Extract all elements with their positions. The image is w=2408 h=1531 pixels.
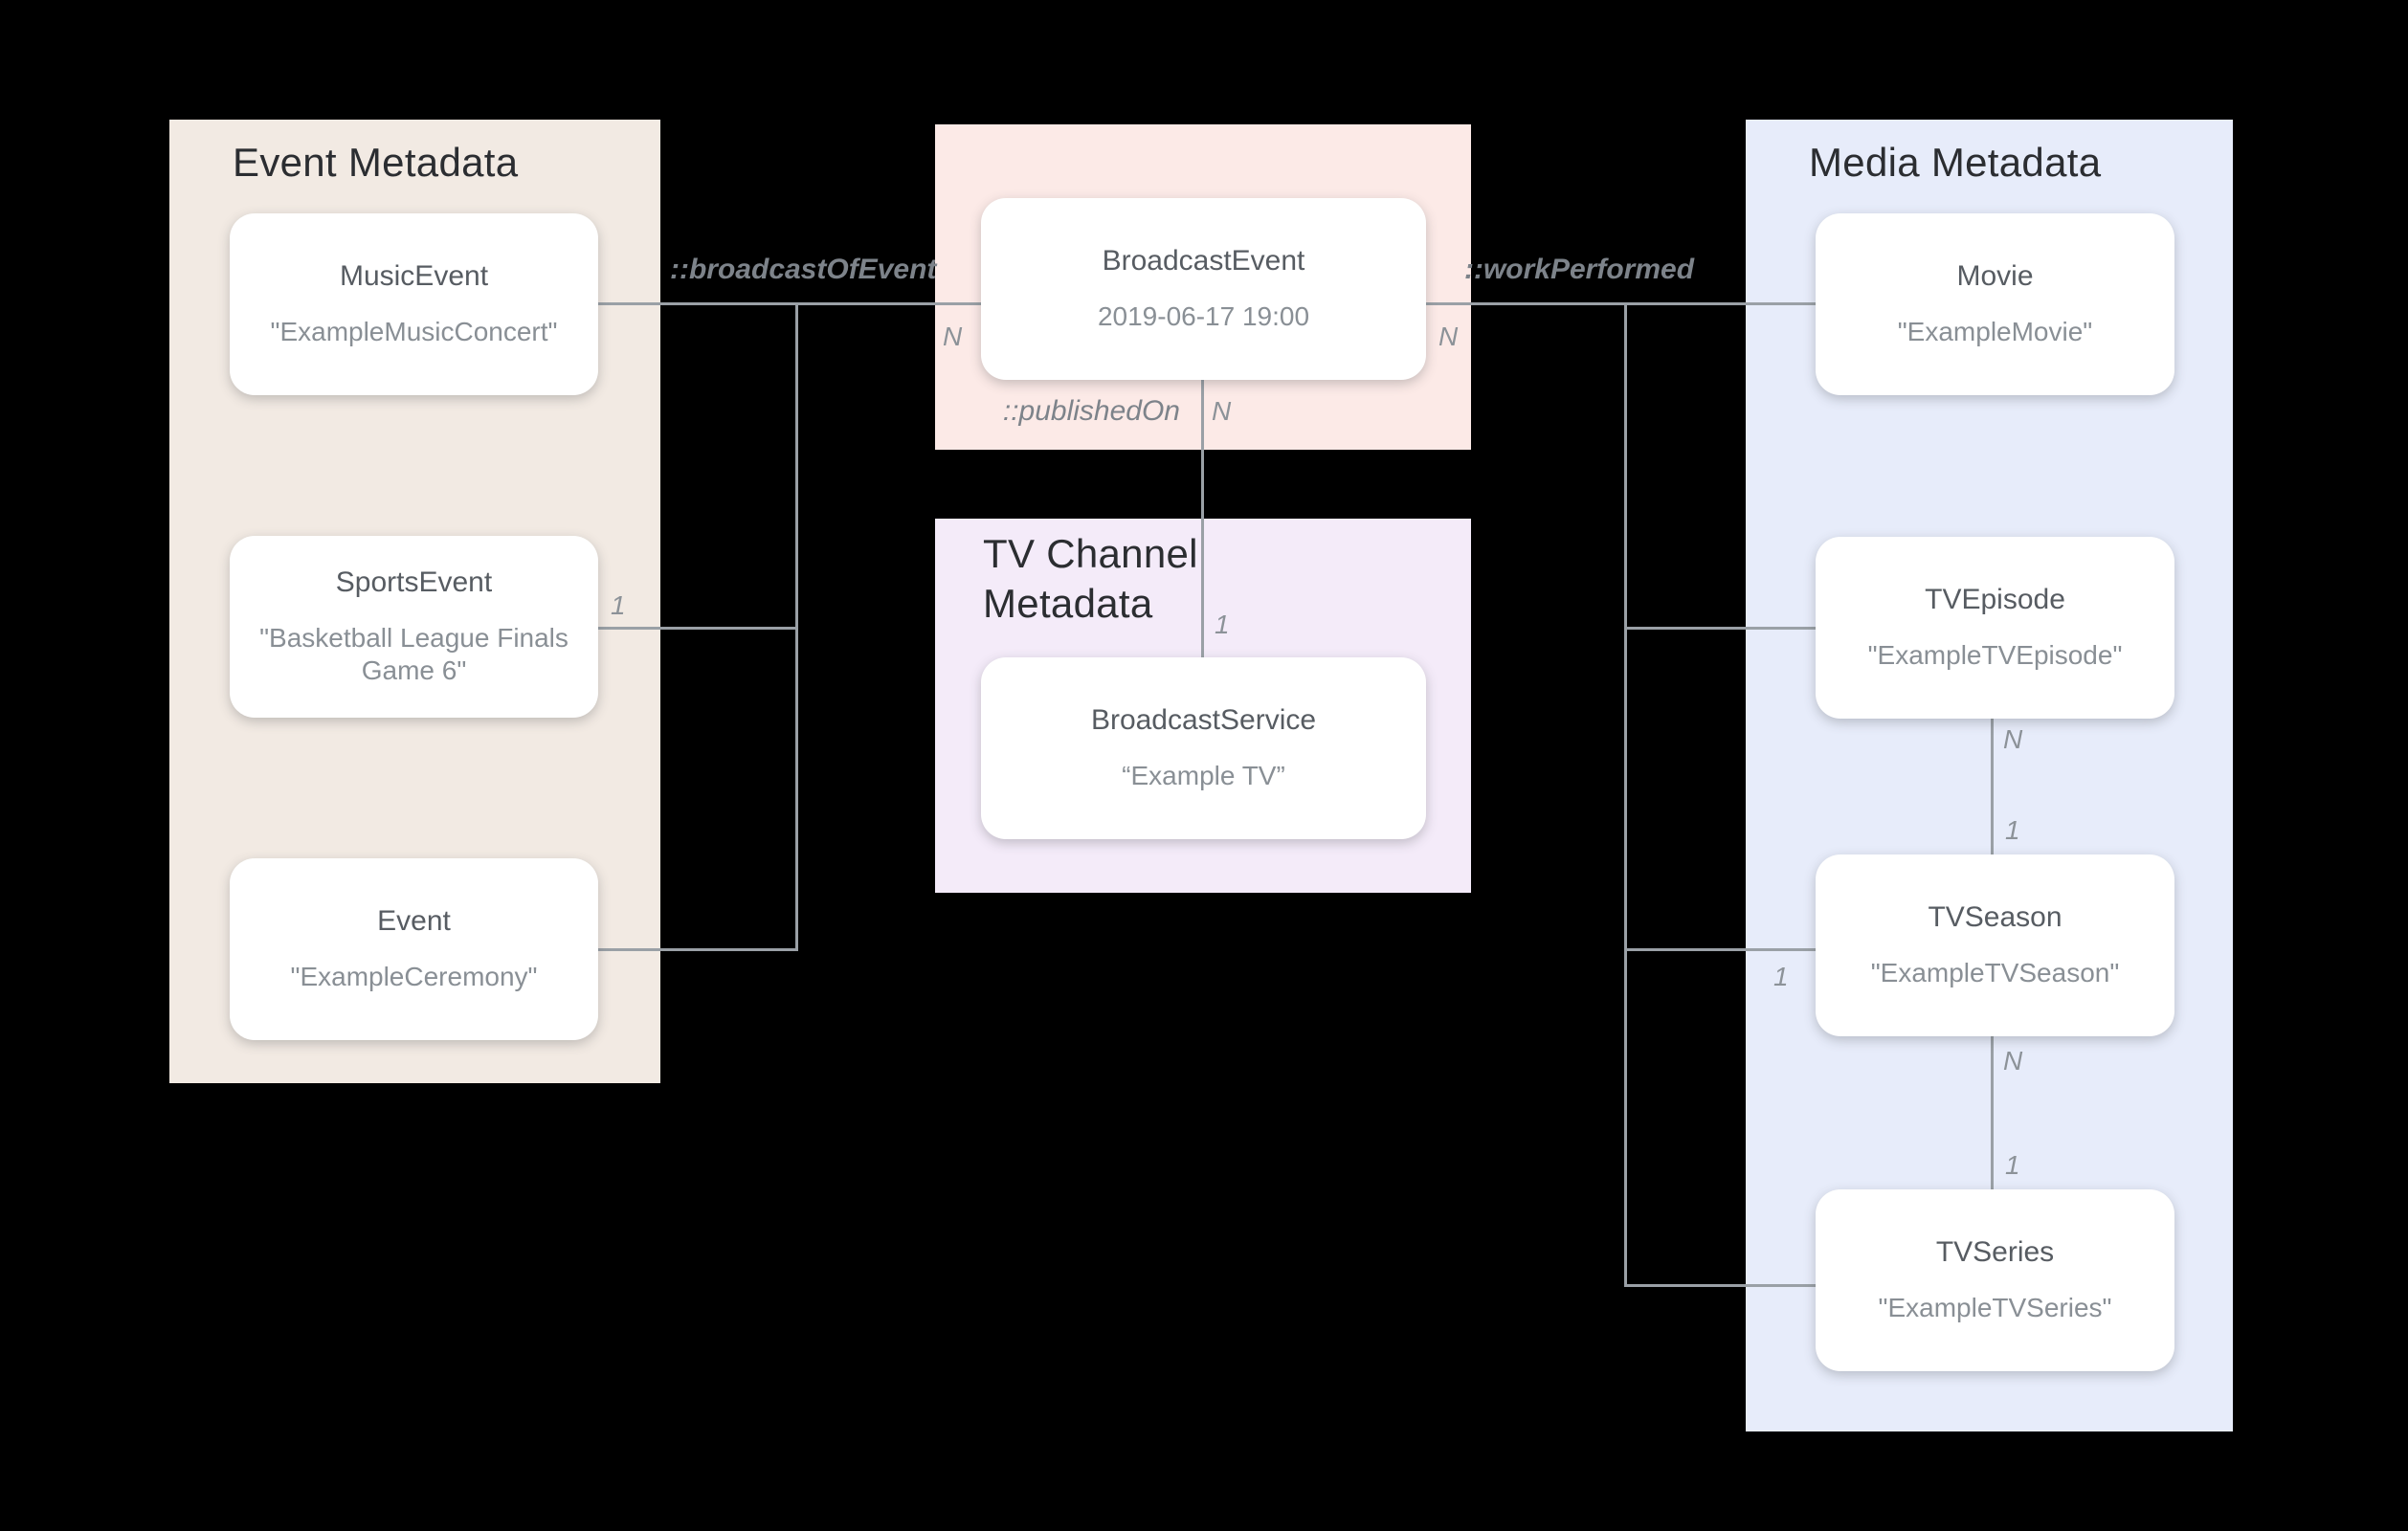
panel-title-tv-channel-metadata: TV Channel Metadata [983,531,1198,626]
connector-right-trunk [1624,302,1627,1287]
cardinality-n-publishedon-top: N [1212,396,1232,426]
node-subtitle: "ExampleTVSeason" [1870,958,2120,987]
node-sports-event: SportsEvent "Basketball League Finals Ga… [230,536,598,718]
node-subtitle: "ExampleMovie" [1897,317,2093,346]
node-event: Event "ExampleCeremony" [230,858,598,1040]
node-tv-series: TVSeries "ExampleTVSeries" [1816,1189,2174,1371]
node-subtitle: "ExampleTVEpisode" [1867,640,2123,670]
node-subtitle: 2019-06-17 19:00 [1097,301,1310,331]
connector-broadcastevent-movie [1426,302,1816,305]
node-title: Event [377,905,451,937]
node-title: BroadcastEvent [1102,245,1305,277]
connector-tvepisode-branch [1627,627,1816,630]
cardinality-n-broadcastevent-right: N [1438,322,1459,351]
node-music-event: MusicEvent "ExampleMusicConcert" [230,213,598,395]
cardinality-1-publishedon-bottom: 1 [1215,610,1230,639]
panel-title-event-metadata: Event Metadata [233,140,519,185]
cardinality-n-tvepisode-bottom: N [2003,724,2023,754]
relation-label-broadcast-of-event: ::broadcastOfEvent [670,254,937,285]
panel-title-media-metadata: Media Metadata [1809,140,2102,185]
node-title: BroadcastService [1090,704,1317,736]
connector-tvseason-tvseries [1991,1036,1994,1189]
connector-event-branch [598,948,798,951]
node-title: Movie [1956,260,2034,292]
node-subtitle: "ExampleTVSeries" [1878,1293,2112,1322]
node-subtitle: "ExampleMusicConcert" [270,317,558,346]
connector-tvseries-branch [1627,1284,1816,1287]
node-subtitle: "Basketball League Finals Game 6" [259,623,569,685]
cardinality-n-tvseason-bottom: N [2003,1046,2023,1076]
relation-label-work-performed: ::workPerformed [1463,254,1695,285]
node-title: MusicEvent [339,260,489,292]
node-movie: Movie "ExampleMovie" [1816,213,2174,395]
connector-musicevent-broadcastevent [598,302,981,305]
node-title: TVEpisode [1925,584,2065,615]
node-tv-episode: TVEpisode "ExampleTVEpisode" [1816,537,2174,719]
node-subtitle: "ExampleCeremony" [290,962,538,991]
cardinality-n-broadcastevent-left: N [943,322,963,351]
node-broadcast-event: BroadcastEvent 2019-06-17 19:00 [981,198,1426,380]
connector-sportsevent-branch [598,627,798,630]
cardinality-1-tvseason-top: 1 [2005,815,2020,845]
cardinality-1-sportsevent: 1 [611,590,626,620]
connector-publishedon [1201,380,1204,657]
node-title: SportsEvent [335,566,493,598]
cardinality-1-tvseries-top: 1 [2005,1150,2020,1180]
connector-tvseason-branch [1627,948,1816,951]
node-tv-season: TVSeason "ExampleTVSeason" [1816,854,2174,1036]
node-broadcast-service: BroadcastService “Example TV” [981,657,1426,839]
relation-label-published-on: ::publishedOn [1002,395,1180,427]
connector-tvepisode-tvseason [1991,716,1994,854]
cardinality-1-tvseason-left: 1 [1773,962,1789,991]
node-title: TVSeason [1928,901,2062,933]
node-title: TVSeries [1935,1236,2055,1268]
node-subtitle: “Example TV” [1122,761,1285,790]
